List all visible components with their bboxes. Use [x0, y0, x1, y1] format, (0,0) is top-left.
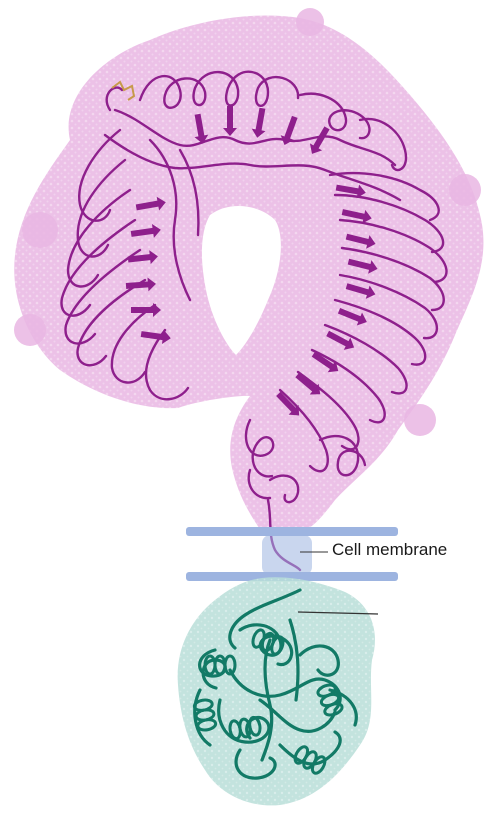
cell-membrane-label: Cell membrane [332, 540, 447, 560]
extracellular-domain-surface [14, 8, 483, 532]
intracellular-domain-surface [178, 577, 375, 805]
